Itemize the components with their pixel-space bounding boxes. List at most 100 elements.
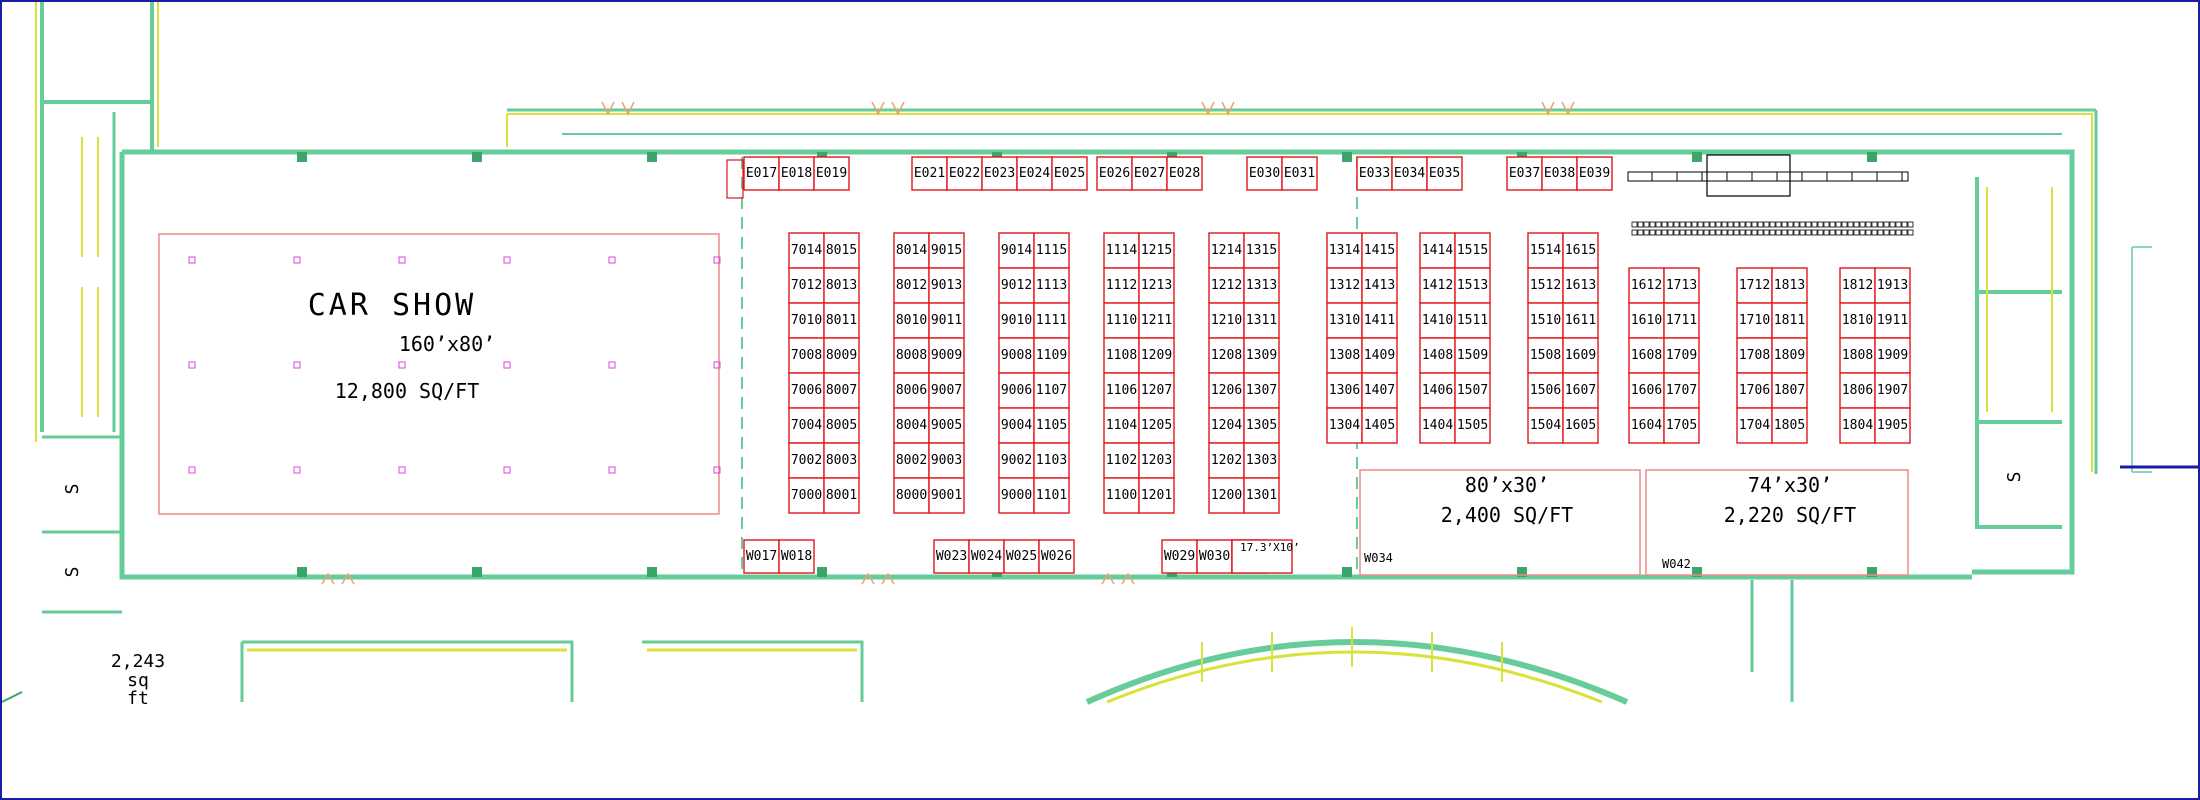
booth-1209[interactable]: 1209 bbox=[1138, 337, 1175, 374]
booth-1109[interactable]: 1109 bbox=[1033, 337, 1070, 374]
booth-9003[interactable]: 9003 bbox=[928, 442, 965, 479]
booth-9010[interactable]: 9010 bbox=[998, 302, 1035, 339]
booth-1510[interactable]: 1510 bbox=[1527, 302, 1564, 339]
booth-1905[interactable]: 1905 bbox=[1874, 407, 1911, 444]
booth-1713[interactable]: 1713 bbox=[1663, 267, 1700, 304]
booth-1405[interactable]: 1405 bbox=[1361, 407, 1398, 444]
booth-1608[interactable]: 1608 bbox=[1628, 337, 1665, 374]
booth-8010[interactable]: 8010 bbox=[893, 302, 930, 339]
booth-1301[interactable]: 1301 bbox=[1243, 477, 1280, 514]
booth-E035[interactable]: E035 bbox=[1426, 156, 1463, 191]
booth-9000[interactable]: 9000 bbox=[998, 477, 1035, 514]
booth-W029[interactable]: W029 bbox=[1161, 539, 1198, 574]
booth-1611[interactable]: 1611 bbox=[1562, 302, 1599, 339]
booth-1110[interactable]: 1110 bbox=[1103, 302, 1140, 339]
booth-1509[interactable]: 1509 bbox=[1454, 337, 1491, 374]
booth-W024[interactable]: W024 bbox=[968, 539, 1005, 574]
booth-1409[interactable]: 1409 bbox=[1361, 337, 1398, 374]
booth-1208[interactable]: 1208 bbox=[1208, 337, 1245, 374]
booth-1712[interactable]: 1712 bbox=[1736, 267, 1773, 304]
booth-1315[interactable]: 1315 bbox=[1243, 232, 1280, 269]
booth-9005[interactable]: 9005 bbox=[928, 407, 965, 444]
booth-E037[interactable]: E037 bbox=[1506, 156, 1543, 191]
booth-W017[interactable]: W017 bbox=[743, 539, 780, 574]
booth-1907[interactable]: 1907 bbox=[1874, 372, 1911, 409]
booth-1203[interactable]: 1203 bbox=[1138, 442, 1175, 479]
booth-1106[interactable]: 1106 bbox=[1103, 372, 1140, 409]
booth-1512[interactable]: 1512 bbox=[1527, 267, 1564, 304]
booth-8002[interactable]: 8002 bbox=[893, 442, 930, 479]
booth-17x10[interactable]: 17.3’X10’ bbox=[1231, 539, 1300, 574]
booth-1207[interactable]: 1207 bbox=[1138, 372, 1175, 409]
booth-1212[interactable]: 1212 bbox=[1208, 267, 1245, 304]
booth-8014[interactable]: 8014 bbox=[893, 232, 930, 269]
booth-1413[interactable]: 1413 bbox=[1361, 267, 1398, 304]
booth-1805[interactable]: 1805 bbox=[1771, 407, 1808, 444]
booth-8011[interactable]: 8011 bbox=[823, 302, 860, 339]
booth-1506[interactable]: 1506 bbox=[1527, 372, 1564, 409]
booth-1813[interactable]: 1813 bbox=[1771, 267, 1808, 304]
booth-1515[interactable]: 1515 bbox=[1454, 232, 1491, 269]
booth-W025[interactable]: W025 bbox=[1003, 539, 1040, 574]
booth-1706[interactable]: 1706 bbox=[1736, 372, 1773, 409]
booth-1707[interactable]: 1707 bbox=[1663, 372, 1700, 409]
booth-1114[interactable]: 1114 bbox=[1103, 232, 1140, 269]
booth-1305[interactable]: 1305 bbox=[1243, 407, 1280, 444]
booth-1205[interactable]: 1205 bbox=[1138, 407, 1175, 444]
booth-1613[interactable]: 1613 bbox=[1562, 267, 1599, 304]
booth-1311[interactable]: 1311 bbox=[1243, 302, 1280, 339]
area-80x30[interactable]: 80’x30’ 2,400 SQ/FT W034 bbox=[1359, 469, 1641, 576]
booth-8003[interactable]: 8003 bbox=[823, 442, 860, 479]
booth-E031[interactable]: E031 bbox=[1281, 156, 1318, 191]
booth-1708[interactable]: 1708 bbox=[1736, 337, 1773, 374]
booth-1507[interactable]: 1507 bbox=[1454, 372, 1491, 409]
booth-1105[interactable]: 1105 bbox=[1033, 407, 1070, 444]
booth-1211[interactable]: 1211 bbox=[1138, 302, 1175, 339]
booth-7000[interactable]: 7000 bbox=[788, 477, 825, 514]
booth-1607[interactable]: 1607 bbox=[1562, 372, 1599, 409]
booth-1807[interactable]: 1807 bbox=[1771, 372, 1808, 409]
booth-1410[interactable]: 1410 bbox=[1419, 302, 1456, 339]
booth-1309[interactable]: 1309 bbox=[1243, 337, 1280, 374]
booth-E018[interactable]: E018 bbox=[778, 156, 815, 191]
booth-1809[interactable]: 1809 bbox=[1771, 337, 1808, 374]
booth-E023[interactable]: E023 bbox=[981, 156, 1018, 191]
booth-E021[interactable]: E021 bbox=[911, 156, 948, 191]
booth-1304[interactable]: 1304 bbox=[1326, 407, 1363, 444]
booth-W018[interactable]: W018 bbox=[778, 539, 815, 574]
booth-1204[interactable]: 1204 bbox=[1208, 407, 1245, 444]
booth-1808[interactable]: 1808 bbox=[1839, 337, 1876, 374]
booth-1609[interactable]: 1609 bbox=[1562, 337, 1599, 374]
booth-7012[interactable]: 7012 bbox=[788, 267, 825, 304]
booth-1214[interactable]: 1214 bbox=[1208, 232, 1245, 269]
booth-1414[interactable]: 1414 bbox=[1419, 232, 1456, 269]
booth-1412[interactable]: 1412 bbox=[1419, 267, 1456, 304]
booth-9011[interactable]: 9011 bbox=[928, 302, 965, 339]
booth-8008[interactable]: 8008 bbox=[893, 337, 930, 374]
booth-E025[interactable]: E025 bbox=[1051, 156, 1088, 191]
booth-W026[interactable]: W026 bbox=[1038, 539, 1075, 574]
booth-1610[interactable]: 1610 bbox=[1628, 302, 1665, 339]
booth-1504[interactable]: 1504 bbox=[1527, 407, 1564, 444]
booth-1615[interactable]: 1615 bbox=[1562, 232, 1599, 269]
booth-8013[interactable]: 8013 bbox=[823, 267, 860, 304]
booth-E033[interactable]: E033 bbox=[1356, 156, 1393, 191]
booth-9009[interactable]: 9009 bbox=[928, 337, 965, 374]
booth-1811[interactable]: 1811 bbox=[1771, 302, 1808, 339]
booth-E038[interactable]: E038 bbox=[1541, 156, 1578, 191]
booth-1604[interactable]: 1604 bbox=[1628, 407, 1665, 444]
booth-E026[interactable]: E026 bbox=[1096, 156, 1133, 191]
booth-E017[interactable]: E017 bbox=[743, 156, 780, 191]
booth-1709[interactable]: 1709 bbox=[1663, 337, 1700, 374]
booth-1705[interactable]: 1705 bbox=[1663, 407, 1700, 444]
booth-1511[interactable]: 1511 bbox=[1454, 302, 1491, 339]
booth-9012[interactable]: 9012 bbox=[998, 267, 1035, 304]
booth-1103[interactable]: 1103 bbox=[1033, 442, 1070, 479]
booth-1206[interactable]: 1206 bbox=[1208, 372, 1245, 409]
booth-1102[interactable]: 1102 bbox=[1103, 442, 1140, 479]
booth-1415[interactable]: 1415 bbox=[1361, 232, 1398, 269]
booth-7008[interactable]: 7008 bbox=[788, 337, 825, 374]
booth-1404[interactable]: 1404 bbox=[1419, 407, 1456, 444]
booth-1113[interactable]: 1113 bbox=[1033, 267, 1070, 304]
booth-1307[interactable]: 1307 bbox=[1243, 372, 1280, 409]
